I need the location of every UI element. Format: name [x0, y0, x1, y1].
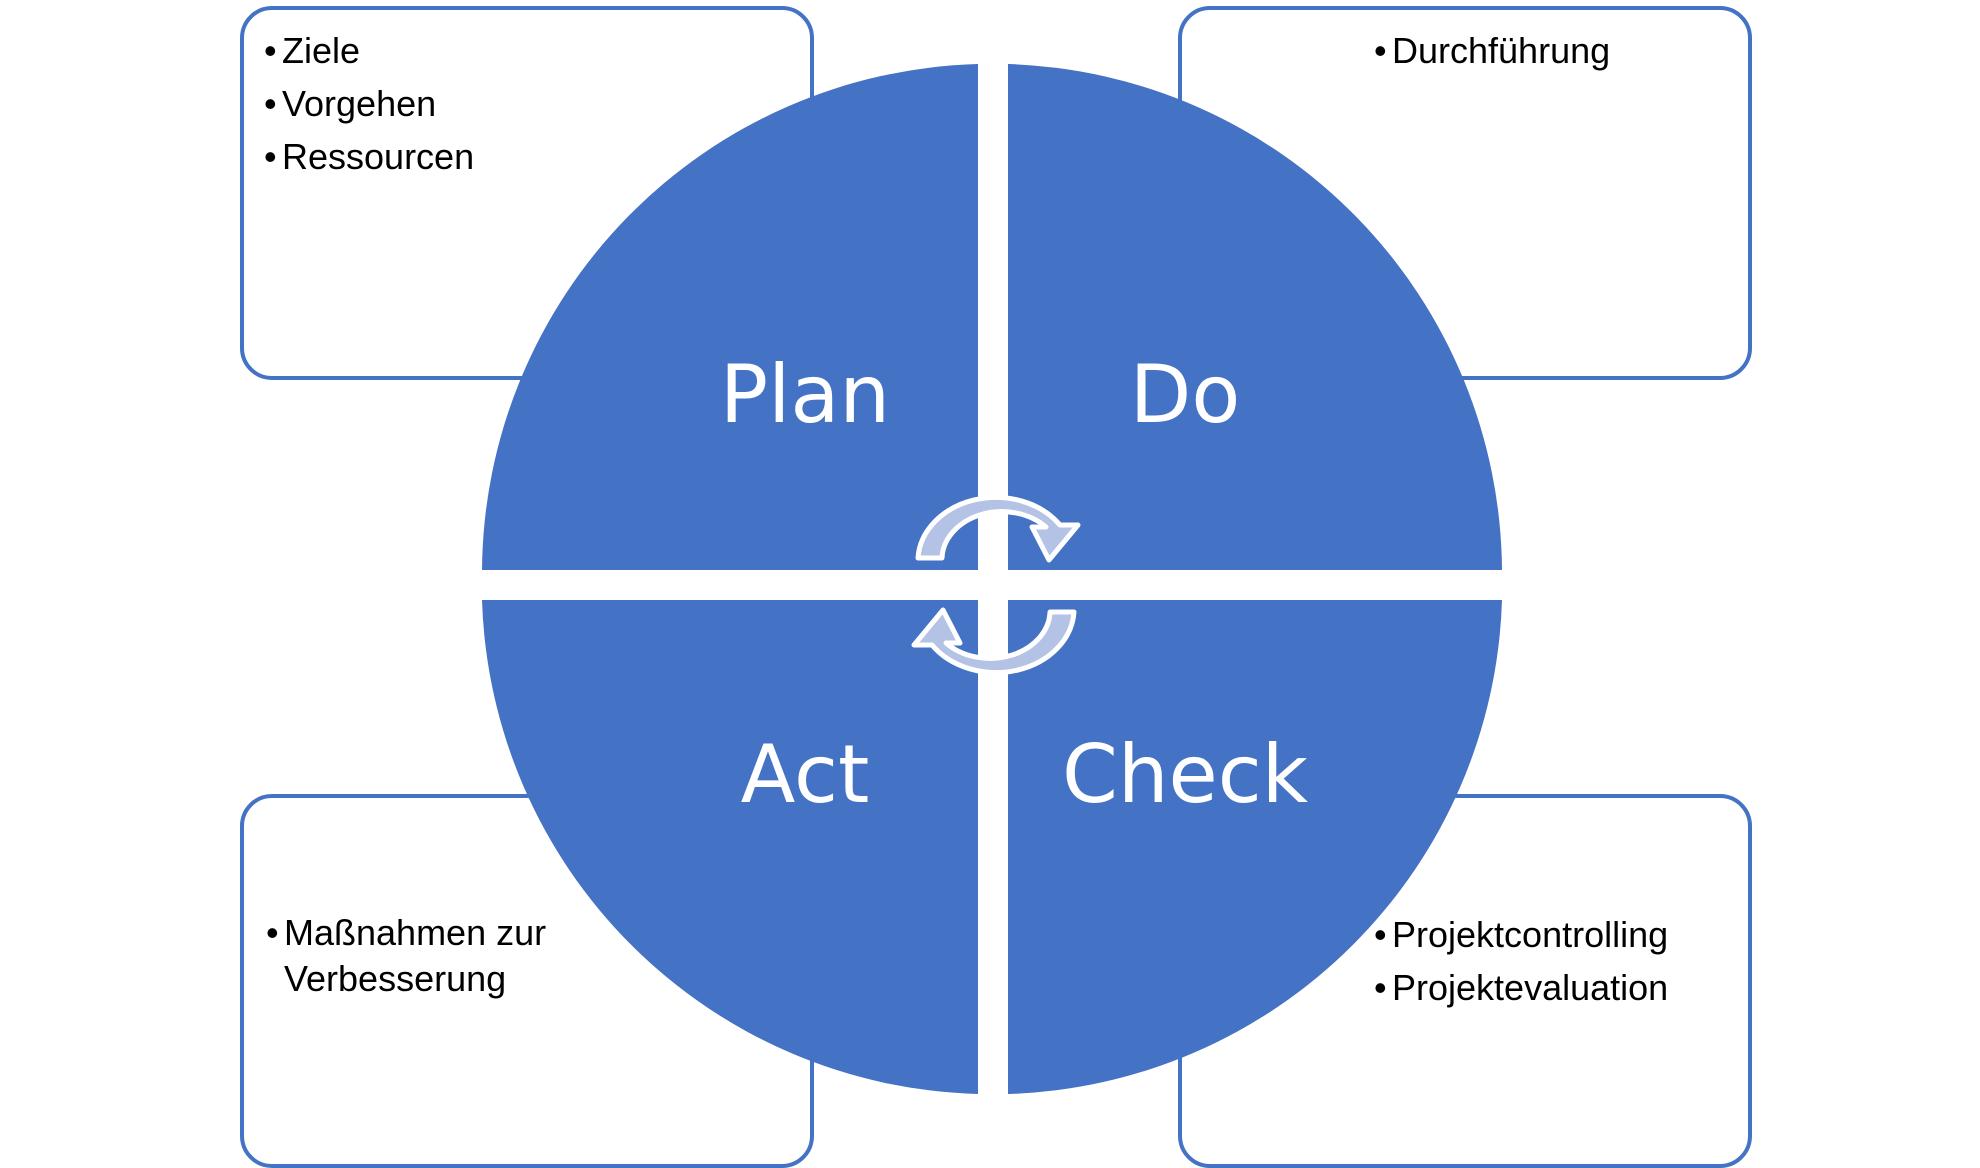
check-label: Check: [1062, 728, 1309, 821]
list-item: Projektcontrolling: [1374, 908, 1668, 961]
check-quadrant: [1008, 600, 1502, 1094]
plan-label: Plan: [720, 348, 890, 441]
list-item: Ressourcen: [264, 130, 474, 183]
plan-items-list: Ziele Vorgehen Ressourcen: [264, 24, 474, 183]
act-quadrant: [482, 600, 978, 1094]
check-items-list: Projektcontrolling Projektevaluation: [1374, 908, 1668, 1014]
list-item: Maßnahmen zur Verbesserung: [266, 910, 586, 1002]
act-items-list: Maßnahmen zur Verbesserung: [266, 910, 586, 1002]
list-item: Durchführung: [1374, 24, 1610, 77]
plan-quadrant: [482, 64, 978, 570]
counterclockwise-arrow-icon: [911, 607, 1077, 675]
clockwise-arrow-icon: [915, 495, 1081, 563]
list-item: Projektevaluation: [1374, 961, 1668, 1014]
do-items-list: Durchführung: [1374, 24, 1610, 77]
list-item: Ziele: [264, 24, 474, 77]
act-label: Act: [741, 728, 870, 821]
do-quadrant: [1008, 64, 1502, 570]
list-item: Vorgehen: [264, 77, 474, 130]
do-label: Do: [1130, 348, 1241, 441]
